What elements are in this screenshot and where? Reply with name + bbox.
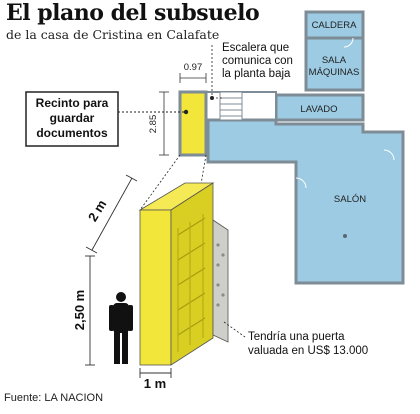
door-bolts bbox=[216, 243, 225, 307]
room-sala-maquinas bbox=[304, 36, 365, 92]
stair-label-line3: la planta baja bbox=[222, 68, 291, 80]
dimension-box-width: 1 m bbox=[144, 376, 166, 391]
projection-line bbox=[139, 154, 181, 211]
vault-side-face bbox=[170, 182, 214, 366]
page-subtitle: de la casa de Cristina en Calafate bbox=[6, 27, 220, 42]
label-sala: SALA bbox=[322, 55, 347, 66]
vault-door bbox=[212, 219, 229, 343]
dimension-width: 0.97 bbox=[184, 62, 203, 73]
human-figure bbox=[109, 292, 133, 364]
label-lavado: LAVADO bbox=[300, 104, 337, 115]
dimension-box-height: 2,50 m bbox=[72, 290, 87, 330]
label-maquinas: MÁQUINAS bbox=[309, 67, 360, 78]
vault-label-line1: Recinto para bbox=[36, 96, 109, 110]
vault-front-face bbox=[139, 209, 172, 366]
vault-label-line3: documentos bbox=[36, 126, 108, 140]
label-salon: SALÓN bbox=[334, 194, 366, 205]
vault-callout: Recinto para guardar documentos bbox=[25, 91, 189, 147]
dimension-box-depth: 2 m bbox=[85, 197, 110, 224]
vault-label-line2: guardar bbox=[50, 111, 95, 125]
vault-callout-box bbox=[25, 91, 119, 147]
staircase bbox=[219, 91, 243, 121]
dimension-depth: 2.85 bbox=[148, 115, 159, 134]
floor-plan: CALDERA SALA MÁQUINAS LAVADO SALÓN bbox=[178, 10, 405, 285]
door-callout-line bbox=[223, 321, 246, 338]
door-arc bbox=[383, 149, 395, 161]
page-title: El plano del subsuelo bbox=[6, 0, 260, 26]
door-label-line1: Tendría una puerta bbox=[248, 331, 345, 343]
door-arc bbox=[295, 177, 307, 189]
source-credit: Fuente: LA NACION bbox=[4, 392, 104, 404]
ceiling-point bbox=[343, 234, 347, 238]
label-caldera: CALDERA bbox=[312, 20, 358, 31]
vault-room-plan bbox=[178, 90, 208, 157]
vault-3d bbox=[138, 182, 229, 366]
stair-label-line1: Escalera que bbox=[222, 42, 289, 54]
door-label-line2: valuada en US$ 13.000 bbox=[248, 345, 368, 357]
room-salon bbox=[206, 118, 405, 285]
stair-callout: Escalera que comunica con la planta baja bbox=[210, 42, 293, 100]
plan-dimensions: 0.97 2.85 bbox=[148, 62, 207, 156]
stair-label-line2: comunica con bbox=[222, 55, 293, 67]
door-arc bbox=[343, 37, 354, 48]
vault-shelves bbox=[177, 214, 206, 352]
